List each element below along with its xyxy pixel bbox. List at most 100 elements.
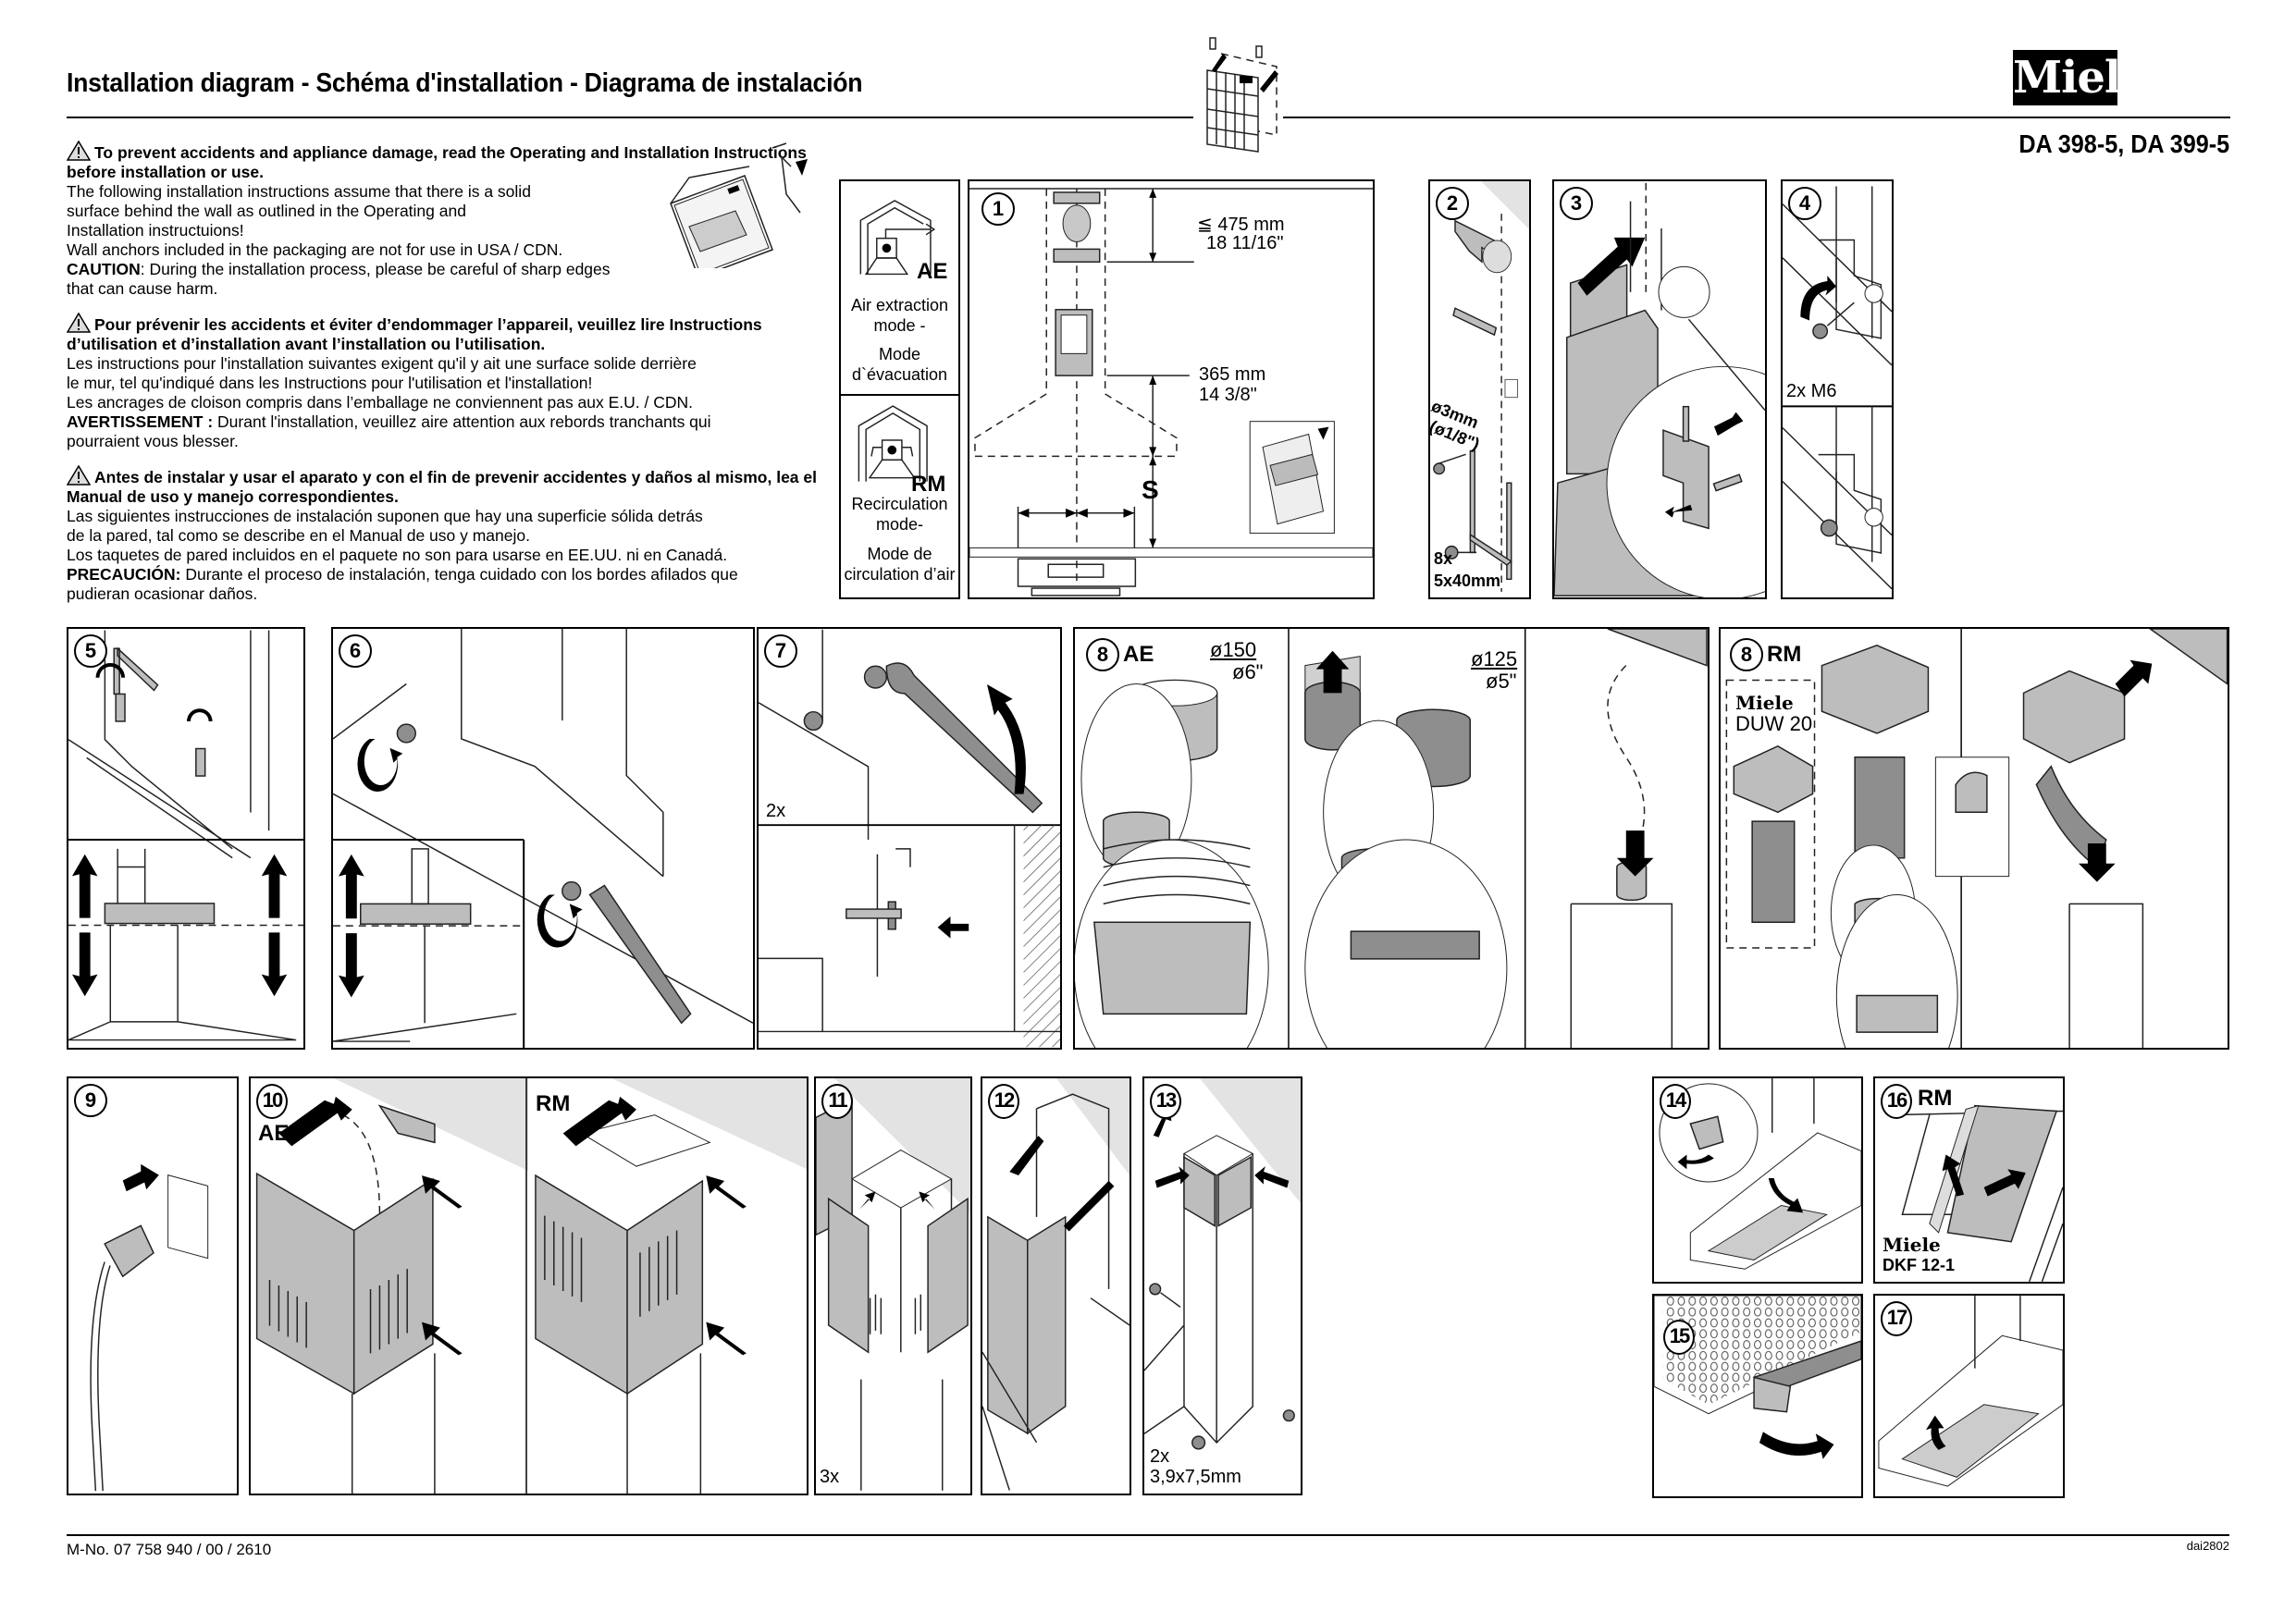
- miele-logo: Miele: [2013, 50, 2149, 105]
- warning-line: le mur, tel qu'indiqué dans les Instruct…: [67, 374, 593, 392]
- step-8-rm-mode: RM: [1767, 642, 1802, 667]
- step-8-ae-panel: 8 AE ø150 ø6" ø125 ø5": [1073, 627, 1710, 1050]
- step-16-brand: Miele: [1882, 1234, 1941, 1256]
- step-2-screw-size: 5x40mm: [1434, 572, 1501, 590]
- caution-label-en: CAUTION: [67, 260, 141, 278]
- step-5-number: 5: [74, 634, 107, 668]
- mode-ae-code: AE: [917, 259, 948, 284]
- caution-text-es: Durante el proceso de instalación, tenga…: [67, 565, 738, 603]
- step-3-number: 3: [1560, 187, 1593, 220]
- warning-triangle-icon: [67, 313, 91, 333]
- warning-line: Les instructions pour l'installation sui…: [67, 354, 697, 373]
- step-17-panel: 17: [1873, 1294, 2065, 1498]
- step-1-dim-max-in: 18 11/16": [1206, 233, 1284, 253]
- step-8-ae-mode: AE: [1123, 642, 1154, 667]
- mode-rm-line2: mode-: [875, 515, 924, 534]
- step-8-ae-reducer-mm: ø125: [1471, 647, 1518, 670]
- manual-booklet-illustration: [661, 139, 809, 268]
- step-12-panel: 12: [981, 1076, 1131, 1495]
- step-8-rm-accessory: DUW 20: [1735, 712, 1813, 735]
- warning-triangle-icon: [67, 465, 91, 486]
- model-numbers: DA 398-5, DA 399-5: [2018, 129, 2229, 158]
- step-1-number: 1: [981, 192, 1015, 226]
- step-3-panel: 3: [1552, 179, 1767, 599]
- step-11-number: 11: [821, 1084, 853, 1119]
- warning-heading-es: Antes de instalar y usar el aparato y co…: [67, 468, 817, 506]
- page-title: Installation diagram - Schéma d'installa…: [67, 68, 863, 98]
- mounting-template-illustration: [1203, 33, 1286, 154]
- step-7-panel: 7 2x: [757, 627, 1062, 1050]
- step-16-panel: 16 RM Miele DKF 12-1: [1873, 1076, 2065, 1284]
- mode-legend: AE Air extraction mode - Mode d`évacuati…: [839, 179, 960, 599]
- warning-heading-fr: Pour prévenir les accidents et éviter d’…: [67, 315, 762, 353]
- step-1-panel: 1 ≦ 475 mm 18 11/16" 365 mm 14 3/8" S: [968, 179, 1375, 599]
- warning-line: The following installation instructions …: [67, 182, 531, 201]
- step-6-number: 6: [339, 634, 372, 668]
- step-7-qty: 2x: [766, 801, 786, 821]
- warning-line: Les ancrages de cloison compris dans l’e…: [67, 393, 694, 412]
- warning-block-en: To prevent accidents and appliance damag…: [67, 141, 844, 299]
- mode-divider: [841, 394, 958, 396]
- step-16-mode: RM: [1918, 1086, 1953, 1111]
- warning-line: surface behind the wall as outlined in t…: [67, 202, 466, 220]
- step-9-panel: 9: [67, 1076, 239, 1495]
- step-8-ae-number: 8: [1086, 638, 1119, 671]
- step-13-number: 13: [1150, 1084, 1181, 1119]
- step-2-number: 2: [1436, 187, 1469, 220]
- step-2-screw-qty: 8x: [1434, 549, 1453, 568]
- mode-rm-line4: circulation d’air: [844, 565, 956, 584]
- step-8-ae-diameter-in: ø6": [1232, 660, 1264, 683]
- step-14-number: 14: [1660, 1084, 1691, 1119]
- step-4-nut-spec: 2x M6: [1786, 381, 1837, 401]
- step-10-panel: 10 AE RM: [249, 1076, 809, 1495]
- mode-rm-line3: Mode de: [867, 545, 932, 563]
- footer-rule: [67, 1534, 2229, 1536]
- step-8-ae-reducer-in: ø5": [1486, 670, 1517, 693]
- step-10-number: 10: [256, 1084, 288, 1119]
- step-2-panel: 2 ø3mm (ø1/8") 8x 5x40mm: [1428, 179, 1531, 599]
- recirculation-icon: [858, 405, 928, 482]
- warning-block-es: Antes de instalar y usar el aparato y co…: [67, 465, 844, 604]
- step-1-dim-min-in: 14 3/8": [1199, 385, 1257, 405]
- step-1-dim-safety: S: [1142, 475, 1159, 504]
- warning-line: Installation instructuions!: [67, 221, 244, 240]
- step-11-qty: 3x: [820, 1467, 840, 1487]
- air-extraction-icon: [859, 200, 936, 276]
- warning-block-fr: Pour prévenir les accidents et éviter d’…: [67, 313, 844, 451]
- mode-ae-line4: d`évacuation: [851, 365, 948, 384]
- warning-line: Las siguientes instrucciones de instalac…: [67, 507, 703, 525]
- step-6-panel: 6: [331, 627, 755, 1050]
- step-8-rm-panel: 8 RM Miele DUW 20: [1719, 627, 2229, 1050]
- caution-label-es: PRECAUCIÓN:: [67, 565, 181, 584]
- mode-rm: RM Recirculation mode- Mode de circulati…: [841, 396, 958, 597]
- step-13-screw-size: 3,9x7,5mm: [1150, 1467, 1241, 1487]
- mode-ae-line1: Air extraction: [850, 296, 949, 314]
- caution-text-fr: Durant l'installation, veuillez aire att…: [67, 412, 711, 450]
- step-1-dim-max-mm: ≦ 475 mm: [1197, 215, 1285, 235]
- mode-ae-line3: Mode: [878, 345, 921, 363]
- step-13-panel: 13 2x 3,9x7,5mm: [1142, 1076, 1302, 1495]
- step-9-number: 9: [74, 1084, 107, 1117]
- step-10-mode-ae: AE: [258, 1121, 290, 1146]
- warning-line: Wall anchors included in the packaging a…: [67, 240, 563, 259]
- step-15-panel: 15: [1652, 1294, 1863, 1498]
- step-11-panel: 11 3x: [814, 1076, 972, 1495]
- document-code: dai2802: [2186, 1539, 2229, 1553]
- mode-ae-line2: mode -: [873, 316, 926, 335]
- document-number: M-No. 07 758 940 / 00 / 2610: [67, 1541, 272, 1558]
- header-rule-right: [1283, 117, 2230, 118]
- warning-triangle-icon: [67, 141, 91, 161]
- step-8-ae-diameter-mm: ø150: [1210, 638, 1257, 661]
- step-10-mode-rm: RM: [536, 1091, 571, 1116]
- step-15-number: 15: [1663, 1320, 1695, 1355]
- header-rule-left: [67, 117, 1193, 118]
- caution-text-en: : During the installation process, pleas…: [67, 260, 611, 298]
- mode-rm-line1: Recirculation: [851, 495, 948, 513]
- warning-line: de la pared, tal como se describe en el …: [67, 526, 530, 545]
- mode-ae: AE Air extraction mode - Mode d`évacuati…: [841, 181, 958, 394]
- step-17-number: 17: [1881, 1301, 1912, 1336]
- mode-rm-code: RM: [911, 472, 946, 497]
- caution-label-fr: AVERTISSEMENT :: [67, 412, 214, 431]
- step-5-panel: 5: [67, 627, 305, 1050]
- step-13-screw-qty: 2x: [1150, 1446, 1170, 1467]
